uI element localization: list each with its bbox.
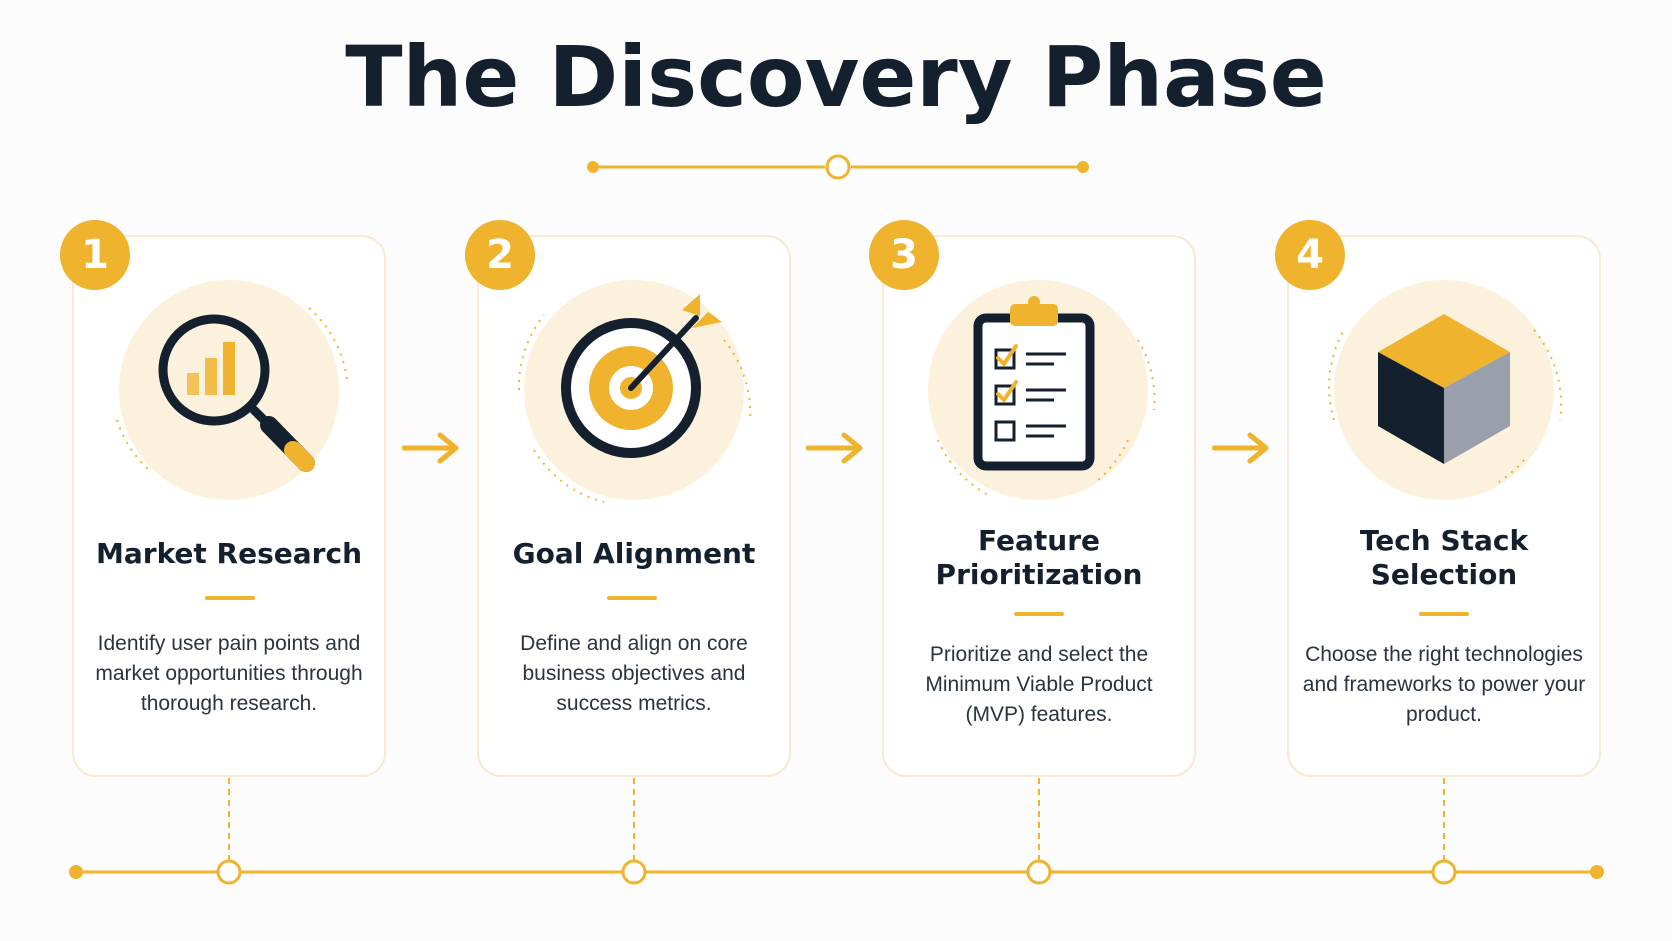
step-title: Market Research (96, 537, 362, 570)
arrow-right-icon (806, 432, 863, 464)
step-number-badge: 2 (465, 220, 535, 290)
clipboard-checklist-icon (918, 270, 1158, 510)
step-number-badge: 3 (869, 220, 939, 290)
step-number-badge: 1 (60, 220, 130, 290)
step-description: Prioritize and select the Minimum Viable… (925, 643, 1153, 726)
step-description: Choose the right technologies and framew… (1302, 643, 1586, 726)
bottom-timeline (69, 865, 1604, 879)
step-title: Feature Prioritization (935, 524, 1143, 591)
target-arrow-icon (514, 270, 754, 510)
title-underline (205, 596, 255, 600)
title-underline (1419, 612, 1469, 616)
title-underline (607, 596, 657, 600)
step-description: Identify user pain points and market opp… (95, 632, 363, 715)
timeline-connectors (216, 778, 1457, 885)
title-underline (1014, 612, 1064, 616)
step-title: Goal Alignment (512, 537, 756, 570)
arrow-right-icon (402, 432, 459, 464)
title-divider (587, 154, 1089, 180)
magnifying-glass-chart-icon (109, 270, 349, 510)
cube-icon (1324, 270, 1564, 510)
step-number-badge: 4 (1275, 220, 1345, 290)
page-title: The Discovery Phase (345, 28, 1327, 126)
step-title: Tech Stack Selection (1359, 524, 1529, 591)
arrow-right-icon (1212, 432, 1269, 464)
step-description: Define and align on core business object… (520, 632, 748, 715)
